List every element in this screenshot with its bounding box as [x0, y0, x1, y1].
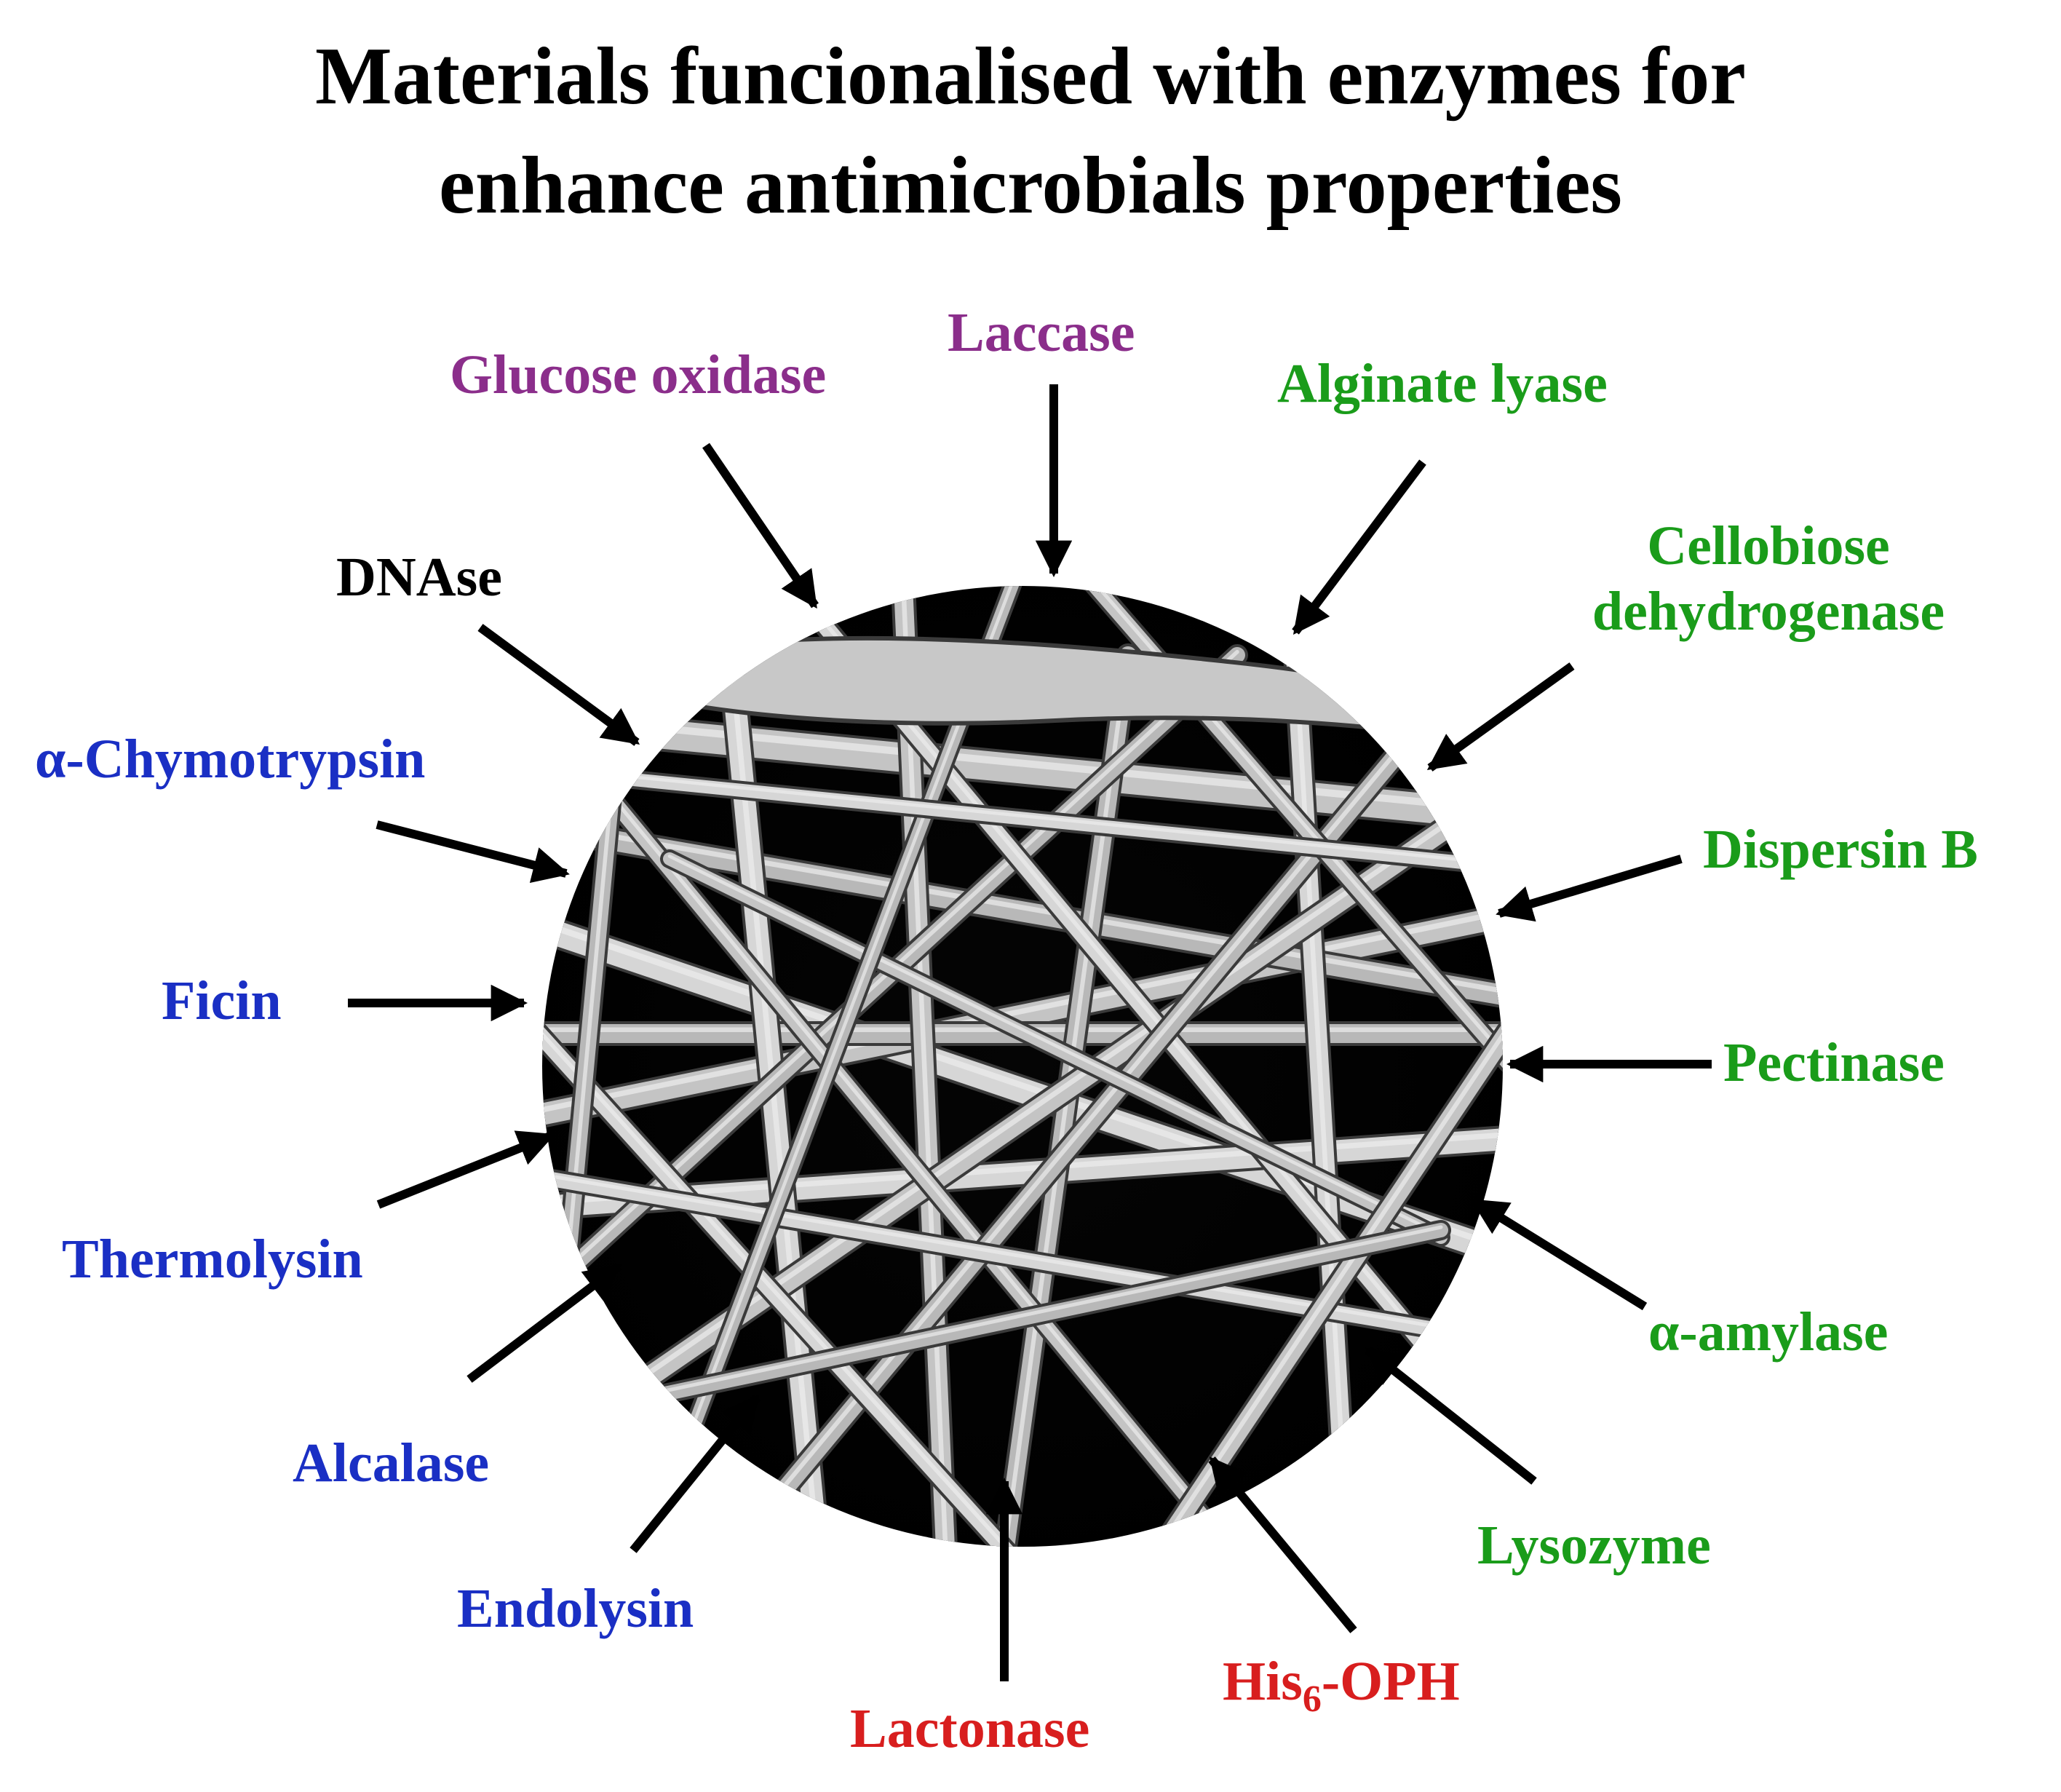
fiber-highlight: [542, 760, 1503, 873]
label-alpha-amylase: α-amylase: [1648, 1301, 1889, 1363]
arrow-cellobiose-dehydrogenase: [1426, 662, 1575, 772]
fiber: [542, 758, 1503, 880]
fiber: [542, 1157, 1503, 1361]
label-his6-oph-main: His: [1223, 1651, 1303, 1712]
nanofiber-strands: [542, 586, 1503, 1547]
label-cellobiose-line-1: Cellobiose: [1647, 515, 1890, 576]
label-cellobiose-line-2: dehydrogenase: [1592, 581, 1945, 642]
label-his6-oph: His6-OPH: [1223, 1649, 1460, 1718]
fiber-highlight: [1292, 649, 1349, 1528]
label-ficin: Ficin: [162, 970, 282, 1031]
label-cellobiose-dehydrogenase: Cellobiose dehydrogenase: [1550, 513, 1987, 644]
arrow-alcalase: [466, 1263, 622, 1383]
fiber-highlight: [638, 764, 1503, 1381]
label-pectinase: Pectinase: [1723, 1032, 1945, 1093]
diagram-title-line-2: enhance antimicrobials properties: [438, 140, 1623, 231]
arrows-group: [348, 384, 1712, 1681]
arrow-dnase: [477, 624, 640, 746]
nanofiber-micrograph: [542, 586, 1503, 1547]
fiber: [630, 761, 1503, 1393]
arrow-lysozyme: [1365, 1347, 1537, 1485]
label-alginate-lyase: Alginate lyase: [1277, 353, 1608, 414]
label-his6-oph-subscript: 6: [1302, 1678, 1322, 1721]
fiber: [755, 719, 1428, 1523]
arrow-endolysin: [630, 1395, 761, 1553]
label-lactonase: Lactonase: [850, 1698, 1090, 1759]
label-endolysin: Endolysin: [457, 1578, 694, 1639]
label-laccase: Laccase: [948, 302, 1135, 363]
fiber: [663, 852, 1448, 1244]
label-dispersin-b: Dispersin B: [1703, 819, 1978, 880]
arrow-glucose-oxidase: [702, 443, 819, 609]
fiber-highlight: [542, 955, 1021, 1547]
arrow-alpha-chymotrypsin: [376, 820, 570, 884]
arrow-alginate-lyase: [1292, 459, 1426, 635]
label-thermolysin: Thermolysin: [62, 1229, 363, 1290]
fiber: [542, 647, 1245, 1333]
fiber: [542, 812, 1503, 1015]
label-dnase: DNAse: [336, 547, 502, 608]
label-glucose-oxidase: Glucose oxidase: [450, 344, 827, 405]
label-alpha-chymotrypsin: α-Chymotrypsin: [35, 729, 426, 790]
diagram-title-line-1: Materials funcionalised with enzymes for: [315, 31, 1746, 122]
label-lysozyme: Lysozyme: [1477, 1515, 1711, 1576]
label-alcalase: Alcalase: [293, 1432, 490, 1494]
fiber-highlight: [542, 815, 1503, 1003]
arrow-his6-oph: [1208, 1456, 1357, 1633]
fiber-highlight: [542, 1159, 1503, 1353]
arrow-thermolysin: [376, 1130, 555, 1209]
fiber-highlight: [542, 649, 1239, 1324]
arrow-alpha-amylase: [1470, 1197, 1648, 1311]
label-his6-oph-tail: -OPH: [1321, 1651, 1460, 1712]
fiber-highlight: [667, 855, 1443, 1237]
arrow-dispersin-b: [1496, 855, 1683, 922]
